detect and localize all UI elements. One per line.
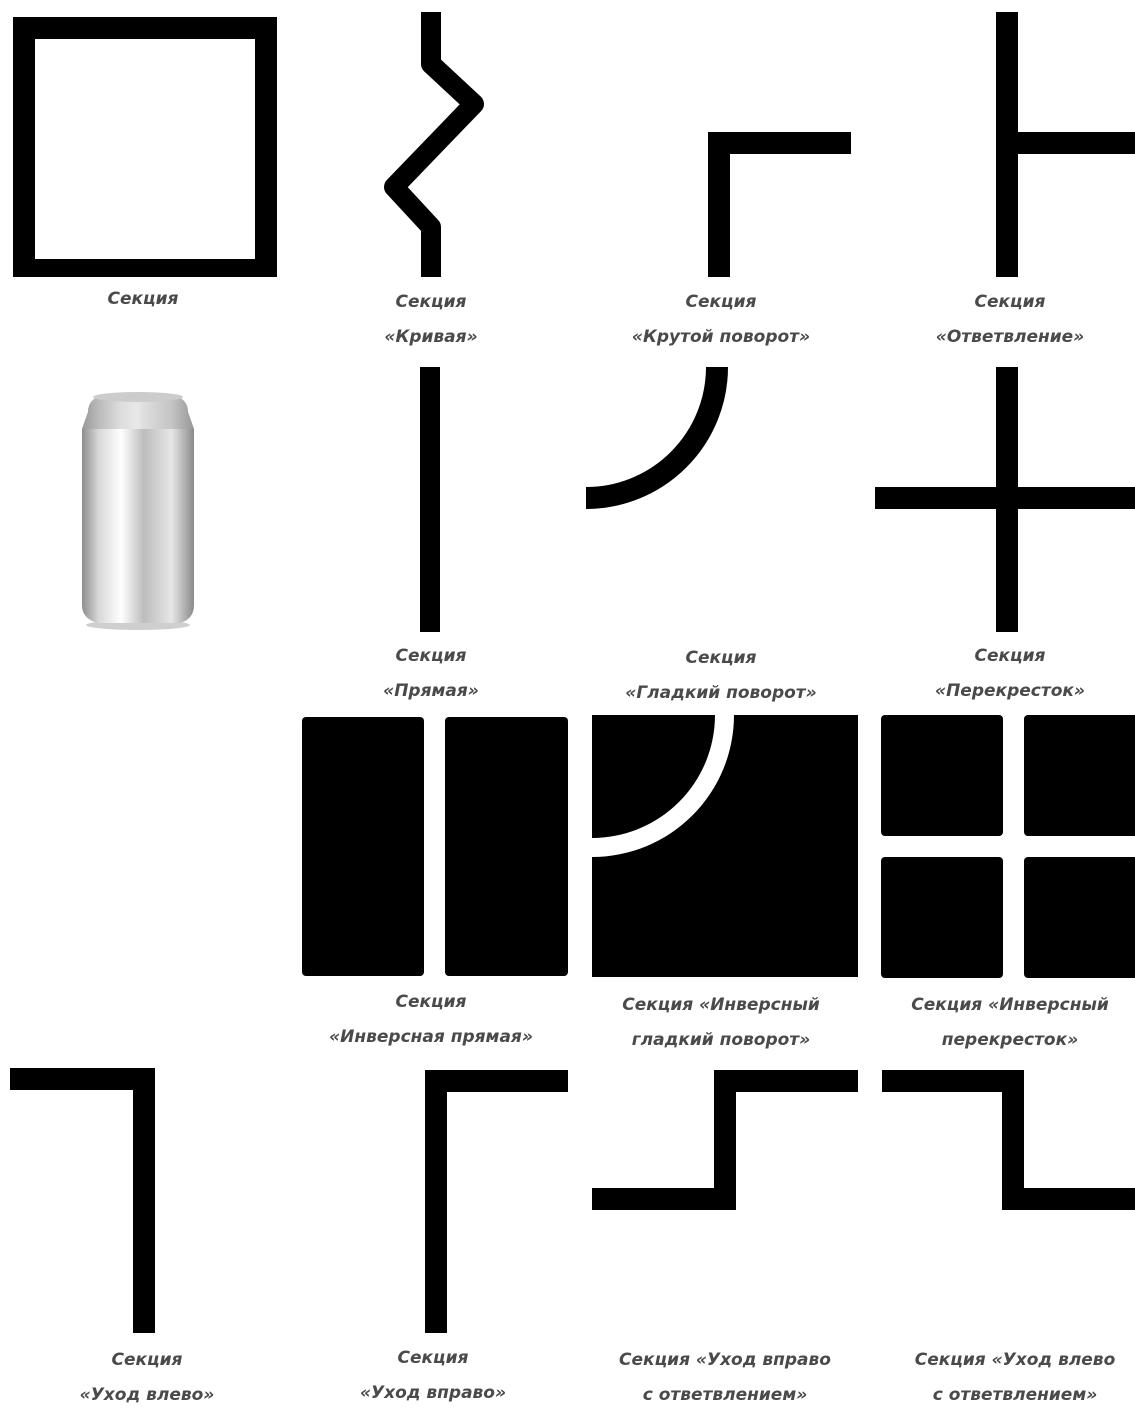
exit-right-branch-section [590, 1068, 860, 1333]
caption-exit-right: Секция «Уход вправо» [298, 1341, 568, 1411]
caption-line: Секция [586, 641, 856, 676]
caption-line: «Гладкий поворот» [586, 676, 856, 711]
straight-section [296, 367, 566, 632]
caption-line: «Крутой поворот» [586, 320, 856, 355]
caption-line: перекресток» [875, 1023, 1135, 1058]
caption-exit-left: Секция «Уход влево» [12, 1343, 282, 1413]
exit-left-section [10, 1068, 280, 1333]
caption-line: Секция [296, 985, 566, 1020]
caption-exit-left-branch: Секция «Уход влево с ответвлением» [880, 1343, 1135, 1413]
caption-line: Секция [875, 639, 1135, 674]
exit-right-section [300, 1068, 570, 1333]
caption-line: Секция «Инверсный [586, 988, 856, 1023]
caption-square: Секция [8, 282, 278, 317]
inverse-crossroad-section [878, 713, 1135, 978]
caption-line: Секция [12, 1343, 282, 1378]
caption-inverse-smooth-turn: Секция «Инверсный гладкий поворот» [586, 988, 856, 1058]
sharp-turn-section [586, 12, 856, 277]
square-section [8, 12, 278, 277]
caption-curve: Секция «Кривая» [296, 285, 566, 355]
caption-inverse-crossroad: Секция «Инверсный перекресток» [875, 988, 1135, 1058]
caption-line: Секция [8, 282, 278, 317]
inverse-smooth-turn-section [590, 713, 860, 978]
caption-straight: Секция «Прямая» [296, 639, 566, 709]
exit-left-branch-section [880, 1068, 1135, 1333]
caption-line: Секция [296, 639, 566, 674]
caption-line: с ответвлением» [590, 1378, 860, 1413]
aluminum-can-image [8, 367, 278, 632]
branch-section [875, 12, 1135, 277]
caption-line: гладкий поворот» [586, 1023, 856, 1058]
inverse-straight-section [300, 715, 570, 980]
caption-line: «Инверсная прямая» [296, 1020, 566, 1055]
caption-crossroad: Секция «Перекресток» [875, 639, 1135, 709]
caption-line: «Уход влево» [12, 1378, 282, 1413]
caption-exit-right-branch: Секция «Уход вправо с ответвлением» [590, 1343, 860, 1413]
caption-line: Секция [298, 1341, 568, 1376]
caption-line: Секция «Уход вправо [590, 1343, 860, 1378]
caption-line: Секция «Инверсный [875, 988, 1135, 1023]
curve-section [296, 12, 566, 277]
caption-sharp-turn: Секция «Крутой поворот» [586, 285, 856, 355]
caption-line: «Ответвление» [875, 320, 1135, 355]
caption-line: Секция [296, 285, 566, 320]
caption-line: Секция [875, 285, 1135, 320]
caption-inverse-straight: Секция «Инверсная прямая» [296, 985, 566, 1055]
caption-line: Секция «Уход влево [880, 1343, 1135, 1378]
caption-line: «Прямая» [296, 674, 566, 709]
caption-line: с ответвлением» [880, 1378, 1135, 1413]
caption-line: Секция [586, 285, 856, 320]
caption-line: «Кривая» [296, 320, 566, 355]
caption-smooth-turn: Секция «Гладкий поворот» [586, 641, 856, 711]
smooth-turn-section [586, 367, 856, 632]
caption-branch: Секция «Ответвление» [875, 285, 1135, 355]
caption-line: «Уход вправо» [298, 1376, 568, 1411]
caption-line: «Перекресток» [875, 674, 1135, 709]
crossroad-section [875, 367, 1135, 632]
